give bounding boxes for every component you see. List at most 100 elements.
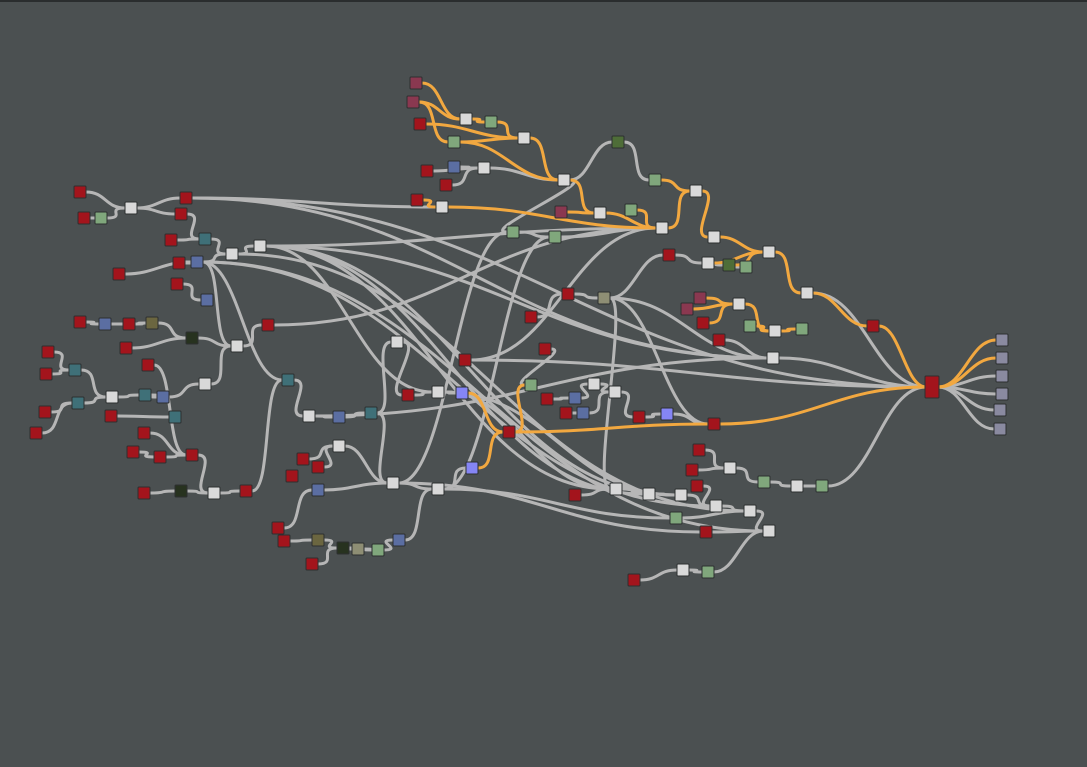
graph-node[interactable] xyxy=(124,201,138,215)
connection-edge[interactable] xyxy=(218,489,242,495)
connection-edge[interactable] xyxy=(236,252,746,513)
connection-edge[interactable] xyxy=(375,340,393,415)
graph-node[interactable] xyxy=(701,565,715,579)
graph-node[interactable] xyxy=(689,184,703,198)
connection-edge[interactable] xyxy=(264,226,658,248)
graph-node[interactable] xyxy=(431,482,445,496)
connection-edge[interactable] xyxy=(826,385,928,488)
connection-edge[interactable] xyxy=(201,260,284,382)
selected-connection-edge[interactable] xyxy=(733,250,765,267)
graph-node[interactable] xyxy=(285,469,299,483)
graph-node[interactable] xyxy=(168,410,182,424)
connection-edge[interactable] xyxy=(201,260,712,508)
connection-edge[interactable] xyxy=(687,568,704,574)
graph-node[interactable] xyxy=(674,488,688,502)
connection-edge[interactable] xyxy=(638,568,679,582)
graph-node[interactable] xyxy=(722,258,736,272)
graph-node[interactable] xyxy=(568,488,582,502)
graph-node[interactable] xyxy=(311,533,325,547)
output-node[interactable] xyxy=(995,387,1009,401)
graph-node[interactable] xyxy=(39,367,53,381)
graph-node[interactable] xyxy=(685,463,699,477)
graph-node[interactable] xyxy=(676,563,690,577)
graph-node[interactable] xyxy=(261,318,275,332)
graph-node[interactable] xyxy=(795,322,809,336)
graph-node[interactable] xyxy=(174,207,188,221)
graph-node[interactable] xyxy=(153,450,167,464)
graph-node[interactable] xyxy=(207,486,221,500)
connection-edge[interactable] xyxy=(622,140,651,182)
graph-node[interactable] xyxy=(406,95,420,109)
connection-edge[interactable] xyxy=(754,509,765,533)
connection-edge[interactable] xyxy=(148,393,160,399)
output-node[interactable] xyxy=(993,403,1007,417)
graph-node[interactable] xyxy=(179,191,193,205)
graph-node[interactable] xyxy=(739,260,753,274)
graph-node[interactable] xyxy=(699,525,713,539)
graph-node[interactable] xyxy=(137,426,151,440)
connection-edge[interactable] xyxy=(673,253,704,265)
connection-edge[interactable] xyxy=(701,484,712,508)
connection-edge[interactable] xyxy=(185,212,201,241)
connection-edge[interactable] xyxy=(135,206,177,216)
merge-node[interactable] xyxy=(924,375,940,399)
selected-connection-edge[interactable] xyxy=(513,422,710,434)
graph-node[interactable] xyxy=(29,426,43,440)
selected-connection-edge[interactable] xyxy=(420,81,462,121)
connection-edge[interactable] xyxy=(397,481,702,534)
connection-edge[interactable] xyxy=(135,196,182,210)
graph-node[interactable] xyxy=(743,319,757,333)
connection-edge[interactable] xyxy=(52,350,71,372)
graph-node[interactable] xyxy=(538,342,552,356)
graph-node[interactable] xyxy=(112,267,126,281)
graph-node[interactable] xyxy=(119,341,133,355)
graph-node[interactable] xyxy=(126,445,140,459)
connection-edge[interactable] xyxy=(84,190,127,210)
selected-connection-edge[interactable] xyxy=(565,210,596,215)
selected-connection-edge[interactable] xyxy=(470,117,487,124)
graph-node[interactable] xyxy=(296,452,310,466)
graph-node[interactable] xyxy=(768,324,782,338)
connection-edge[interactable] xyxy=(250,378,284,493)
graph-node[interactable] xyxy=(524,310,538,324)
graph-node[interactable] xyxy=(439,178,453,192)
connection-edge[interactable] xyxy=(680,509,746,520)
connection-edge[interactable] xyxy=(712,529,765,574)
graph-node[interactable] xyxy=(174,484,188,498)
graph-node[interactable] xyxy=(624,203,638,217)
selected-connection-edge[interactable] xyxy=(754,324,771,333)
connection-edge[interactable] xyxy=(282,488,314,530)
selected-connection-edge[interactable] xyxy=(936,356,998,389)
graph-node[interactable] xyxy=(253,239,267,253)
connection-edge[interactable] xyxy=(936,385,996,431)
graph-node[interactable] xyxy=(762,245,776,259)
graph-node[interactable] xyxy=(277,534,291,548)
graph-node[interactable] xyxy=(200,293,214,307)
output-node[interactable] xyxy=(995,333,1009,347)
connection-edge[interactable] xyxy=(535,292,564,319)
selected-connection-edge[interactable] xyxy=(446,205,658,230)
graph-node[interactable] xyxy=(707,230,721,244)
connection-edge[interactable] xyxy=(811,291,928,389)
graph-node[interactable] xyxy=(690,479,704,493)
connection-edge[interactable] xyxy=(190,196,769,360)
connection-edge[interactable] xyxy=(264,244,434,394)
graph-node[interactable] xyxy=(447,160,461,174)
graph-node[interactable] xyxy=(198,232,212,246)
graph-node[interactable] xyxy=(517,131,531,145)
selected-connection-edge[interactable] xyxy=(718,385,928,426)
connection-edge[interactable] xyxy=(587,390,611,415)
graph-node[interactable] xyxy=(71,396,85,410)
graph-node[interactable] xyxy=(447,135,461,149)
connection-edge[interactable] xyxy=(105,206,127,220)
connection-edge[interactable] xyxy=(322,444,335,469)
graph-node[interactable] xyxy=(364,406,378,420)
graph-node[interactable] xyxy=(611,135,625,149)
graph-node[interactable] xyxy=(696,316,710,330)
graph-node[interactable] xyxy=(701,256,715,270)
connection-edge[interactable] xyxy=(130,336,188,350)
graph-node[interactable] xyxy=(281,373,295,387)
connection-edge[interactable] xyxy=(501,178,576,234)
graph-node[interactable] xyxy=(815,479,829,493)
